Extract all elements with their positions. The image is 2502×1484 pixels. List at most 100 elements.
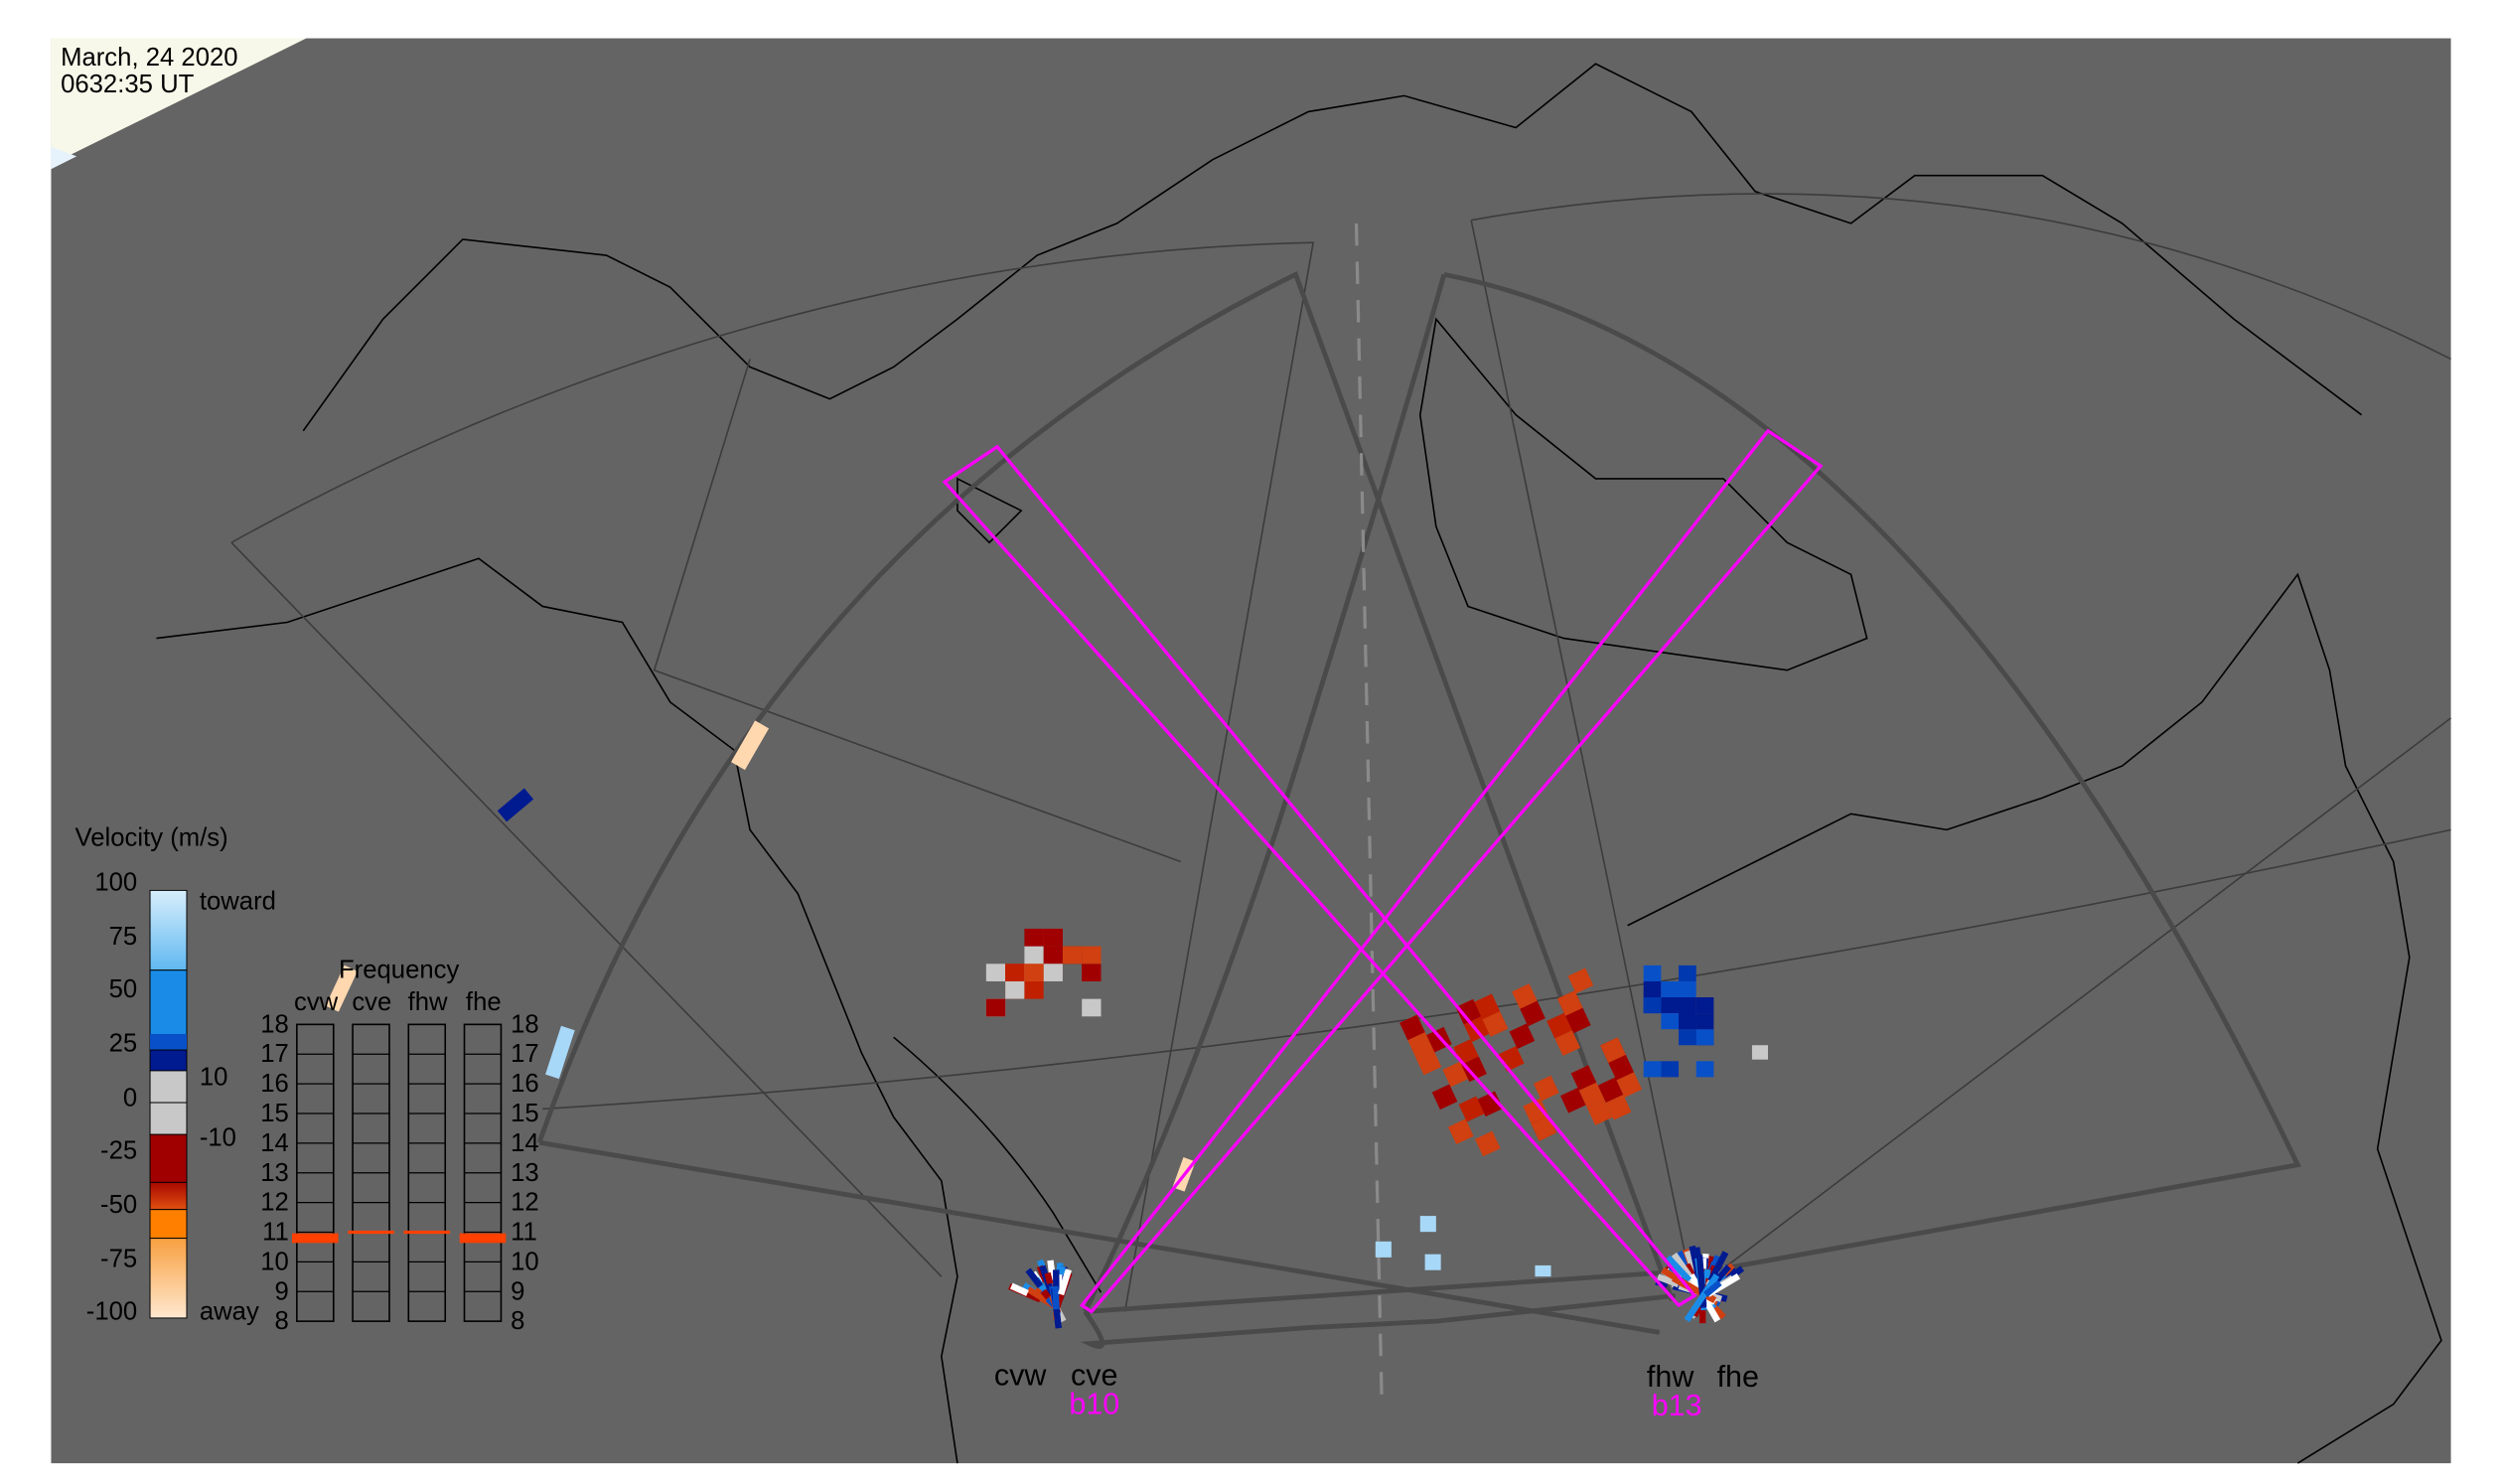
velocity-cell — [1535, 1264, 1551, 1277]
velocity-cell — [1043, 964, 1063, 981]
velocity-cell — [1600, 1037, 1626, 1063]
frequency-marker-fhw — [403, 1230, 451, 1235]
velocity-cell — [1534, 1075, 1559, 1102]
velocity-cell — [1556, 990, 1583, 1016]
velocity-cell — [1679, 997, 1696, 1014]
frequency-marker-fhe — [459, 1233, 507, 1244]
velocity-cell — [1695, 1013, 1714, 1030]
fov-thick-outlines — [536, 270, 2301, 1349]
site-label-fhe: fhe — [1717, 1360, 1759, 1394]
velocity-cell — [1044, 1271, 1054, 1285]
velocity-cell — [1399, 1014, 1425, 1041]
velocity-cell — [1657, 1273, 1686, 1290]
velocity-cell — [1082, 998, 1102, 1017]
velocity-cell — [1661, 1013, 1680, 1030]
frequency-marker-cvw — [292, 1233, 339, 1244]
velocity-cell — [985, 964, 1006, 981]
velocity-cell — [731, 720, 770, 771]
velocity-cell — [1643, 997, 1662, 1014]
velocity-cell — [325, 965, 358, 1012]
svg-text:25: 25 — [109, 1030, 138, 1058]
away-label: away — [200, 1298, 259, 1326]
velocity-cell — [1424, 1254, 1441, 1270]
frequency-axis-label-left: 10 — [260, 1248, 289, 1275]
frequency-axis-label-right: 13 — [511, 1159, 539, 1187]
velocity-cell — [1707, 1251, 1729, 1283]
velocity-colorbar — [149, 889, 188, 1319]
velocity-cell — [1554, 1030, 1581, 1056]
velocity-cell — [1643, 980, 1662, 998]
velocity-cell — [1665, 1255, 1693, 1283]
frequency-axis-label-left: 8 — [275, 1307, 289, 1335]
frequency-axis-label-left: 11 — [262, 1219, 289, 1247]
velocity-cell — [1676, 1250, 1690, 1267]
velocity-cell — [1751, 1045, 1768, 1060]
velocity-cell — [1024, 946, 1044, 965]
date-label: March, 24 2020 — [61, 44, 238, 72]
velocity-cell — [1695, 1061, 1714, 1078]
velocity-cell — [1458, 1096, 1485, 1122]
beam-label-b13: b13 — [1652, 1389, 1702, 1422]
frequency-axis-label-left: 9 — [275, 1277, 289, 1305]
velocity-cell — [1703, 1279, 1722, 1297]
velocity-cell — [1605, 1095, 1632, 1120]
noon-meridian — [1354, 223, 1384, 1405]
velocity-cell — [1474, 993, 1501, 1020]
velocity-cell — [1482, 1011, 1509, 1037]
svg-text:fhe: fhe — [466, 988, 502, 1016]
velocity-cell — [1567, 967, 1594, 994]
daylight-edge — [51, 146, 77, 170]
svg-text:50: 50 — [109, 975, 138, 1003]
velocity-cell — [1442, 1061, 1469, 1088]
frequency-axis-label-left: 17 — [260, 1040, 289, 1068]
svg-text:cve: cve — [352, 988, 391, 1016]
velocity-cell — [1040, 1288, 1052, 1300]
velocity-cells — [325, 720, 1768, 1329]
svg-text:100: 100 — [94, 868, 137, 896]
site-label-cvw: cvw — [994, 1358, 1048, 1392]
velocity-cell — [1597, 1077, 1624, 1104]
velocity-cell — [1559, 1088, 1586, 1113]
velocity-cell — [1546, 1012, 1572, 1039]
frequency-marker-cve — [348, 1230, 394, 1235]
frequency-title: Frequency — [339, 957, 460, 984]
velocity-cell — [1419, 1216, 1436, 1233]
frequency-axis-label-left: 13 — [260, 1159, 289, 1187]
upper-threshold-label: 10 — [200, 1063, 228, 1091]
velocity-cell — [1024, 928, 1044, 947]
frequency-axis-label-left: 15 — [260, 1100, 289, 1127]
frequency-axis-label-left: 12 — [260, 1189, 289, 1217]
velocity-cell — [1407, 1032, 1433, 1058]
velocity-cell — [1477, 1091, 1504, 1117]
velocity-cell — [1025, 1267, 1044, 1288]
frequency-axis-label-right: 16 — [511, 1070, 539, 1098]
velocity-cell — [545, 1025, 575, 1080]
frequency-axis-label-right: 9 — [511, 1277, 524, 1305]
velocity-cell — [1608, 1054, 1634, 1081]
map-background — [51, 38, 2451, 1464]
velocity-cell — [1695, 1029, 1714, 1046]
velocity-cell — [1710, 1255, 1721, 1267]
frequency-axis-label-right: 10 — [511, 1248, 539, 1275]
frequency-axis-label-right: 17 — [511, 1040, 539, 1068]
velocity-cell — [1052, 1285, 1060, 1310]
velocity-cell — [1578, 1082, 1605, 1109]
velocity-cell — [1565, 1007, 1591, 1034]
frequency-axis-label-right: 14 — [511, 1129, 539, 1157]
frequency-axis-label-right: 8 — [511, 1307, 524, 1335]
velocity-cell — [1474, 1130, 1501, 1157]
velocity-cell — [1679, 980, 1696, 998]
svg-text:cvw: cvw — [294, 988, 339, 1016]
velocity-cell — [1643, 1061, 1662, 1078]
velocity-cell — [1043, 946, 1063, 965]
velocity-cell — [1448, 1118, 1474, 1145]
beam-label-b10: b10 — [1069, 1387, 1119, 1420]
velocity-cell — [1062, 946, 1083, 965]
frequency-axis-label-right: 11 — [511, 1219, 537, 1247]
lower-threshold-label: -10 — [200, 1123, 236, 1151]
velocity-cell — [1661, 980, 1680, 998]
velocity-cell — [1695, 997, 1714, 1014]
velocity-cell — [1024, 964, 1044, 981]
svg-text:75: 75 — [109, 923, 138, 951]
